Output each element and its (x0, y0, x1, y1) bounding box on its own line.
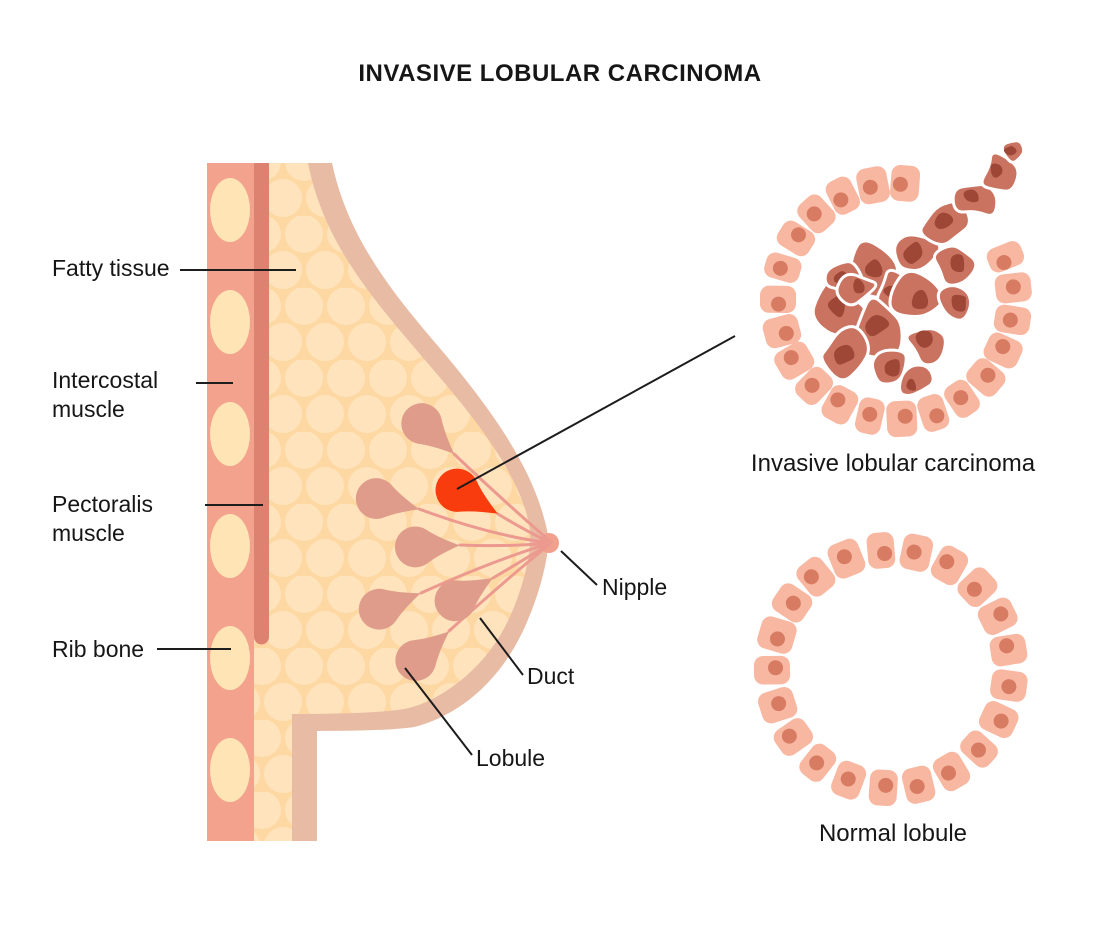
intercostal-muscle-label: Intercostal muscle (52, 367, 159, 422)
page-title: INVASIVE LOBULAR CARCINOMA (358, 60, 762, 87)
carcinoma-inset-caption: Invasive lobular carcinoma (750, 450, 1036, 477)
nipple-label: Nipple (602, 574, 668, 600)
normal-lobule-inset (753, 532, 1028, 807)
rib-bone-shape (210, 402, 250, 466)
pectoralis-muscle-shape (254, 163, 269, 645)
duct-callout-line (479, 617, 524, 676)
lobule-callout-line (404, 667, 473, 756)
callout-lines (157, 269, 736, 756)
normal-cell-ring (753, 532, 1028, 807)
cancer-cell-cluster (811, 139, 1026, 397)
rib-bone-shape (210, 738, 250, 802)
carcinoma-lobule-inset (759, 139, 1032, 438)
lobule-label: Lobule (476, 745, 546, 771)
rib-bone-shape (210, 178, 250, 242)
carcinoma-callout-line (456, 335, 736, 490)
fatty-tissue-label: Fatty tissue (52, 255, 170, 281)
pectoralis-muscle-label: Pectoralis muscle (52, 491, 153, 546)
intercostal-muscle-shape (207, 163, 254, 841)
duct-label: Duct (527, 663, 575, 689)
rib-bone-shape (210, 626, 250, 690)
rib-bone-shape (210, 514, 250, 578)
chest-wall (207, 163, 254, 841)
breast-cross-section (254, 163, 559, 841)
nipple-callout-line (560, 550, 598, 586)
normal-inset-caption: Normal lobule (818, 820, 968, 847)
rib-bone-shape (210, 290, 250, 354)
carcinoma-cell-ring (759, 164, 1032, 438)
rib-bone-label: Rib bone (52, 636, 145, 662)
